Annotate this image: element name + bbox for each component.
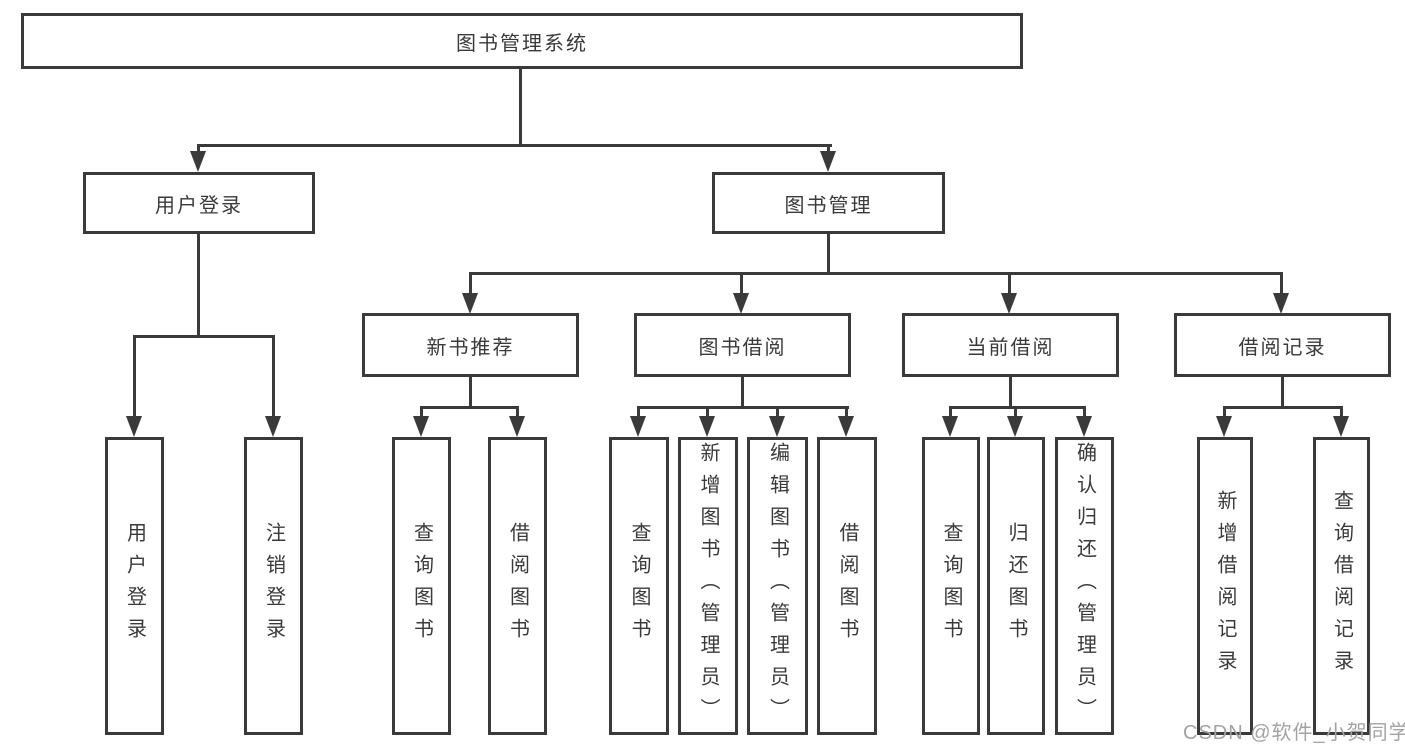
arrow-down-icon xyxy=(413,416,429,437)
csdn-watermark: CSDN @软件_小贺同学 xyxy=(1183,722,1405,744)
connector-drop-leaf xyxy=(949,406,952,418)
connector-drop-level3 xyxy=(1280,272,1283,294)
arrow-down-icon xyxy=(265,416,281,437)
node-borrow-records-label: 借阅记录 xyxy=(1238,336,1327,359)
connector-drop-leaf xyxy=(1340,406,1343,418)
connector-book-mgmt-stem xyxy=(827,234,830,275)
connector-drop-book-management xyxy=(827,144,830,154)
arrow-down-icon xyxy=(838,416,854,437)
leaf-return-books: 归还图书 xyxy=(987,437,1045,735)
leaf-query-books-current: 查询图书 xyxy=(922,437,980,735)
arrow-down-icon xyxy=(1001,293,1017,314)
node-user-login: 用户登录 xyxy=(83,172,315,234)
connector-drop-leaf xyxy=(845,406,848,418)
leaf-borrow-books: 借阅图书 xyxy=(817,437,877,735)
arrow-down-icon xyxy=(509,416,525,437)
leaf-add-borrow-record-label: 新增借阅记录 xyxy=(1214,490,1236,682)
leaf-borrow-books-label: 借阅图书 xyxy=(506,522,529,650)
leaf-borrow-books-recommend: 借阅图书 xyxy=(488,437,547,735)
connector-drop-leaf xyxy=(706,406,709,418)
leaf-logout-label: 注销登录 xyxy=(262,522,285,650)
leaf-borrow-books-label: 借阅图书 xyxy=(836,522,858,650)
leaf-query-borrow-record: 查询借阅记录 xyxy=(1313,437,1370,735)
leaf-query-books-label: 查询图书 xyxy=(410,522,433,650)
node-borrow-records: 借阅记录 xyxy=(1174,313,1391,377)
connector-drop-leaf xyxy=(1223,406,1226,418)
connector-drop-leaf xyxy=(1014,406,1017,418)
arrow-down-icon xyxy=(190,151,206,172)
connector-bb-hbar xyxy=(637,406,849,409)
connector-drop-leaf xyxy=(420,406,423,418)
arrow-down-icon xyxy=(769,416,785,437)
connector-drop-leaf xyxy=(133,335,136,420)
connector-drop-leaf xyxy=(637,406,640,418)
node-book-management-label: 图书管理 xyxy=(784,194,873,217)
connector-user-login-stem xyxy=(197,234,200,338)
connector-cb-hbar xyxy=(949,406,1086,409)
leaf-query-books-label: 查询图书 xyxy=(940,522,962,650)
connector-drop-level3 xyxy=(1008,272,1011,294)
connector-drop-level3 xyxy=(740,272,743,294)
node-new-book-recommend-label: 新书推荐 xyxy=(426,336,515,359)
leaf-confirm-return-admin-label: 确认归还（管理员） xyxy=(1073,442,1096,730)
connector-root-stem xyxy=(519,69,522,147)
connector-user-login-hbar xyxy=(133,335,274,338)
leaf-query-books-borrow: 查询图书 xyxy=(609,437,669,735)
leaf-user-login-label: 用户登录 xyxy=(123,522,146,650)
leaf-logout: 注销登录 xyxy=(244,437,303,735)
connector-bb-stem xyxy=(741,377,744,409)
node-book-management: 图书管理 xyxy=(712,172,945,234)
leaf-confirm-return-admin: 确认归还（管理员） xyxy=(1055,437,1114,735)
arrow-down-icon xyxy=(630,416,646,437)
leaf-add-books-admin: 新增图书（管理员） xyxy=(678,437,738,735)
arrow-down-icon xyxy=(733,293,749,314)
node-book-borrow-label: 图书借阅 xyxy=(698,336,787,359)
node-root: 图书管理系统 xyxy=(21,13,1023,69)
node-user-login-label: 用户登录 xyxy=(155,194,243,217)
connector-drop-leaf xyxy=(272,335,275,420)
connector-br-hbar xyxy=(1223,406,1343,409)
arrow-down-icon xyxy=(1333,416,1349,437)
leaf-add-books-admin-label: 新增图书（管理员） xyxy=(697,442,719,730)
connector-drop-leaf xyxy=(1083,406,1086,418)
connector-root-hbar xyxy=(197,144,832,147)
connector-book-mgmt-hbar xyxy=(469,272,1283,275)
arrow-down-icon xyxy=(126,416,142,437)
connector-drop-level3 xyxy=(469,272,472,294)
connector-br-stem xyxy=(1281,377,1284,409)
arrow-down-icon xyxy=(699,416,715,437)
connector-nbr-hbar xyxy=(420,406,519,409)
leaf-add-borrow-record: 新增借阅记录 xyxy=(1197,437,1253,735)
arrow-down-icon xyxy=(462,293,478,314)
leaf-edit-books-admin-label: 编辑图书（管理员） xyxy=(766,442,789,730)
node-book-borrow: 图书借阅 xyxy=(634,313,851,377)
connector-nbr-stem xyxy=(469,377,472,409)
leaf-query-books-recommend: 查询图书 xyxy=(392,437,451,735)
leaf-user-login: 用户登录 xyxy=(105,437,164,735)
node-new-book-recommend: 新书推荐 xyxy=(362,313,579,377)
arrow-down-icon xyxy=(1076,416,1092,437)
leaf-edit-books-admin: 编辑图书（管理员） xyxy=(747,437,808,735)
node-current-borrow-label: 当前借阅 xyxy=(966,336,1055,359)
connector-cb-stem xyxy=(1009,377,1012,409)
connector-drop-leaf xyxy=(776,406,779,418)
node-current-borrow: 当前借阅 xyxy=(902,313,1119,377)
connector-drop-leaf xyxy=(516,406,519,418)
arrow-down-icon xyxy=(1216,416,1232,437)
arrow-down-icon xyxy=(1273,293,1289,314)
arrow-down-icon xyxy=(942,416,958,437)
arrow-down-icon xyxy=(1007,416,1023,437)
node-root-label: 图书管理系统 xyxy=(456,32,588,55)
leaf-return-books-label: 归还图书 xyxy=(1005,522,1027,650)
arrow-down-icon xyxy=(820,151,836,172)
connector-drop-user-login xyxy=(197,144,200,154)
leaf-query-borrow-record-label: 查询借阅记录 xyxy=(1330,490,1353,682)
leaf-query-books-label: 查询图书 xyxy=(628,522,650,650)
